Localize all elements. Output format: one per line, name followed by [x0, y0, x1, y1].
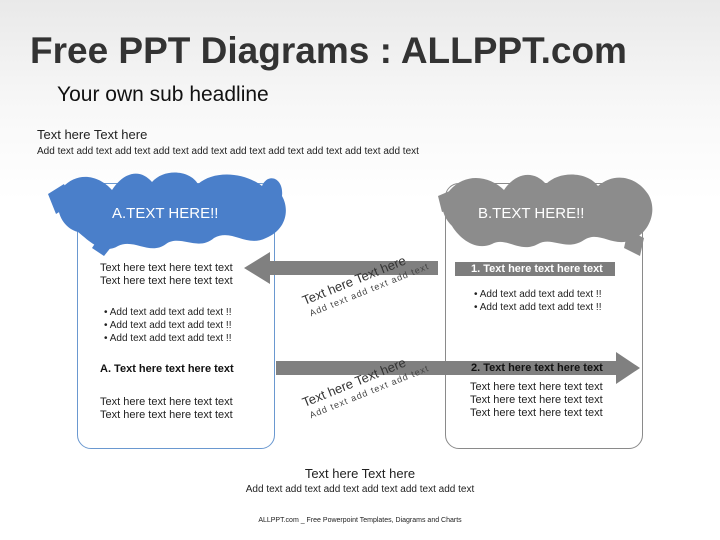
bullet-item: • Add text add text add text !! [104, 333, 232, 344]
bullet-item: • Add text add text add text !! [104, 307, 232, 318]
outro-body: Add text add text add text add text add … [245, 484, 475, 495]
outro-title: Text here Text here [304, 466, 416, 481]
panel-b-text-line: Text here text here text text [470, 381, 603, 393]
panel-a-label: A.TEXT HERE!! [112, 205, 219, 222]
panel-a-bottom-line: Text here text here text text [100, 409, 233, 421]
arrow-left-icon [244, 252, 438, 284]
panel-a-bottom-text: Text here text here text text Text here … [100, 396, 233, 422]
intro-body: Add text add text add text add text add … [37, 146, 419, 157]
footer: ALLPPT.com _ Free Powerpoint Templates, … [258, 517, 462, 524]
panel-a-text-line: Text here text here text text [100, 275, 233, 287]
panel-b-item1: 1. Text here text here text [471, 263, 603, 275]
panel-b-item1-bullets: • Add text add text add text !! • Add te… [474, 288, 601, 314]
panel-a-text: Text here text here text text Text here … [100, 262, 233, 288]
panel-a-bullets: • Add text add text add text !! • Add te… [104, 306, 231, 345]
item1-bar [455, 262, 615, 276]
bullet-item: • Add text add text add text !! [474, 289, 602, 300]
panel-a-bottom-line: Text here text here text text [100, 396, 233, 408]
bullet-item: • Add text add text add text !! [474, 302, 602, 313]
page-title: Free PPT Diagrams : ALLPPT.com [30, 30, 627, 71]
panel-a-text-line: Text here text here text text [100, 262, 233, 274]
bullet-item: • Add text add text add text !! [104, 320, 232, 331]
panel-b-text-line: Text here text here text text [470, 407, 603, 419]
arrow-right-icon [276, 352, 640, 384]
panel-b-item2-text: Text here text here text text Text here … [470, 381, 603, 420]
intro-title: Text here Text here [37, 127, 148, 142]
scribble-b-icon [438, 174, 653, 256]
panel-b-text-line: Text here text here text text [470, 394, 603, 406]
scribble-a-icon [48, 172, 286, 256]
sub-headline: Your own sub headline [57, 83, 269, 106]
panel-b-item2: 2. Text here text here text [471, 362, 603, 374]
panel-a-subhead: A. Text here text here text [100, 363, 234, 375]
panel-b-label: B.TEXT HERE!! [478, 205, 585, 222]
